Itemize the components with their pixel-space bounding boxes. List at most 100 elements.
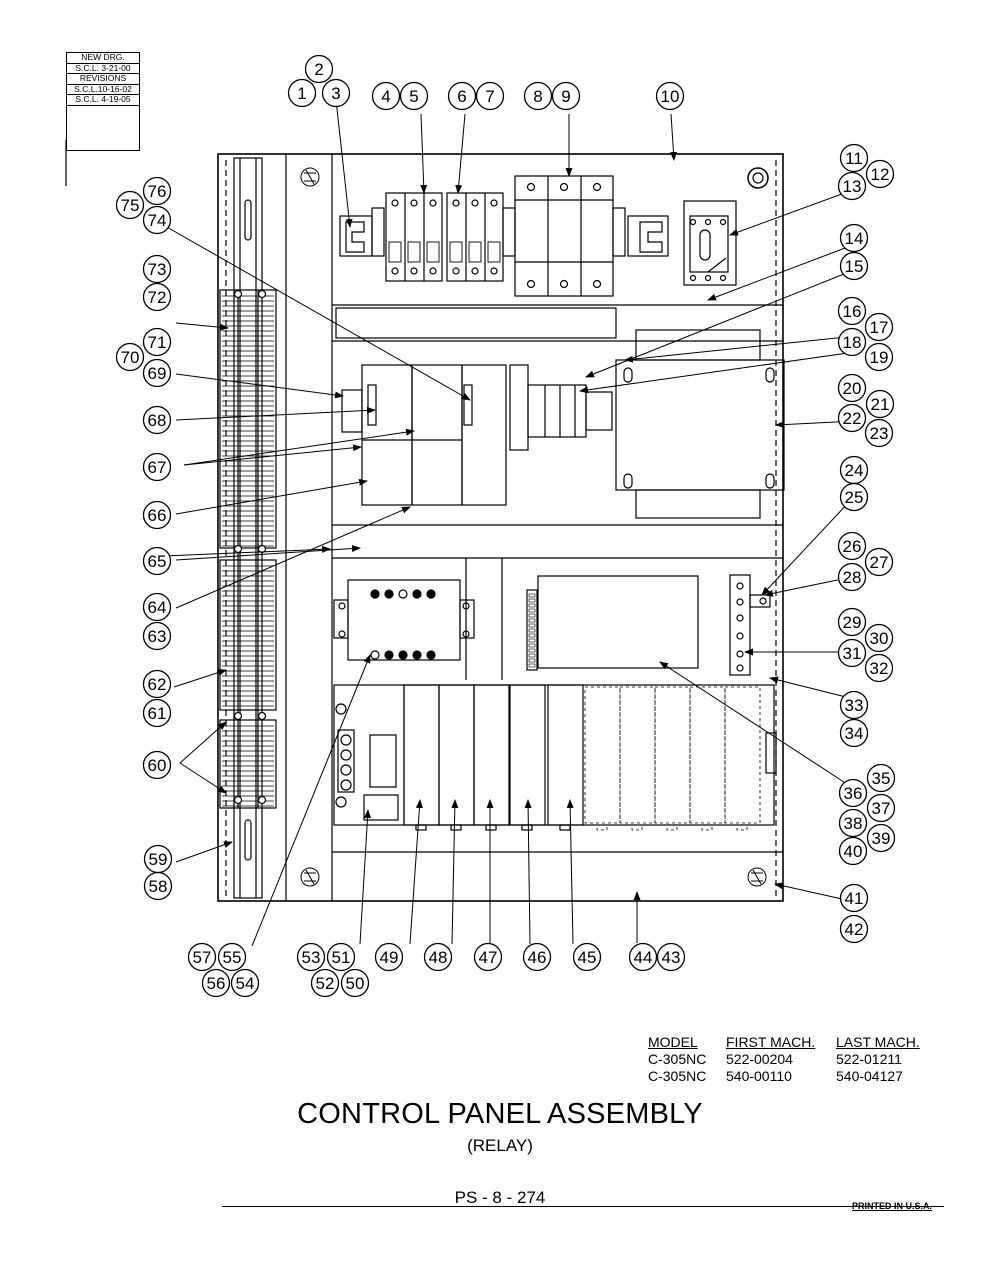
bridge-module [333,579,475,661]
callout-43: 43 [656,942,686,972]
svg-text:10: 10 [661,87,680,106]
callout-58: 58 [143,871,173,901]
svg-text:9: 9 [561,87,570,106]
callout-20: 20 [837,373,867,403]
callout-45: 45 [572,942,602,972]
callout-68: 68 [142,405,172,435]
callout-63: 63 [142,621,172,651]
svg-text:63: 63 [148,627,167,646]
svg-text:42: 42 [845,920,864,939]
cell-last-machine: 522-01211 [836,1051,902,1067]
svg-text:75: 75 [121,196,140,215]
svg-text:60: 60 [148,756,167,775]
svg-text:72: 72 [148,288,167,307]
svg-text:15: 15 [845,257,864,276]
callout-10: 10 [655,81,685,111]
callout-30: 30 [864,623,894,653]
svg-text:1: 1 [297,84,306,103]
terminal-blocks [219,289,277,809]
callout-53: 53 [296,942,326,972]
svg-text:32: 32 [870,659,889,678]
callout-14: 14 [839,223,869,253]
callout-56: 56 [201,968,231,998]
cell-model: C-305NC [648,1051,707,1067]
callout-59: 59 [143,844,173,874]
svg-text:36: 36 [844,784,863,803]
callout-76: 76 [142,176,172,206]
callout-52: 52 [310,968,340,998]
selector-switch [683,200,737,286]
svg-text:67: 67 [148,458,167,477]
svg-text:66: 66 [148,506,167,525]
callout-19: 19 [864,342,894,372]
svg-text:41: 41 [845,889,864,908]
callout-62: 62 [142,669,172,699]
revision-entry: S.C.L.10-16-02 [67,84,139,95]
svg-text:31: 31 [843,644,862,663]
callout-38: 38 [838,808,868,838]
svg-text:25: 25 [845,488,864,507]
callout-42: 42 [839,914,869,944]
svg-text:13: 13 [843,177,862,196]
svg-text:27: 27 [870,553,889,572]
callout-2: 2 [304,54,334,84]
svg-text:54: 54 [236,974,255,993]
circuit-board [526,575,699,671]
svg-text:56: 56 [207,974,226,993]
callout-13: 13 [837,171,867,201]
callout-21: 21 [865,389,895,419]
left-din-rail [233,157,263,899]
callout-9: 9 [551,81,581,111]
callout-1: 1 [287,78,317,108]
svg-text:35: 35 [872,769,891,788]
svg-text:73: 73 [148,260,167,279]
callout-67: 67 [142,452,172,482]
callout-34: 34 [839,718,869,748]
callout-70: 70 [115,342,145,372]
svg-text:59: 59 [149,850,168,869]
callout-37: 37 [866,793,896,823]
callout-7: 7 [475,81,505,111]
page-subtitle: (RELAY) [467,1136,533,1155]
svg-text:22: 22 [843,409,862,428]
model-table: MODEL FIRST MACH. LAST MACH. C-305NC 522… [648,1034,948,1085]
callout-5: 5 [399,81,429,111]
svg-text:50: 50 [346,974,365,993]
callout-49: 49 [374,942,404,972]
footer-rule [222,1206,944,1207]
cell-first-machine: 522-00204 [726,1051,793,1067]
callout-16: 16 [837,296,867,326]
callout-51: 51 [326,942,356,972]
callout-44: 44 [628,942,658,972]
header-last-machine: LAST MACH. [836,1034,920,1050]
callout-50: 50 [340,968,370,998]
svg-text:34: 34 [845,724,864,743]
svg-text:46: 46 [528,948,547,967]
callout-4: 4 [371,81,401,111]
callout-24: 24 [839,455,869,485]
cell-model: C-305NC [648,1068,707,1084]
callout-39: 39 [866,823,896,853]
revision-entry: S.C.L. 4-19-05 [67,94,139,106]
svg-text:44: 44 [634,948,653,967]
cell-first-machine: 540-00110 [726,1068,792,1084]
svg-text:43: 43 [662,948,681,967]
plc-rack [333,684,777,831]
svg-text:30: 30 [870,629,889,648]
new-drawing-label: NEW DRG. [67,52,139,64]
callout-15: 15 [839,251,869,281]
svg-text:74: 74 [148,211,167,230]
callout-11: 11 [839,143,869,173]
svg-text:48: 48 [429,948,448,967]
callout-8: 8 [523,81,553,111]
callout-22: 22 [837,403,867,433]
callout-6: 6 [447,81,477,111]
svg-text:37: 37 [872,799,891,818]
svg-text:28: 28 [843,568,862,587]
header-first-machine: FIRST MACH. [726,1034,816,1050]
svg-text:7: 7 [485,87,494,106]
callout-47: 47 [473,942,503,972]
svg-text:40: 40 [844,842,863,861]
svg-text:53: 53 [302,948,321,967]
